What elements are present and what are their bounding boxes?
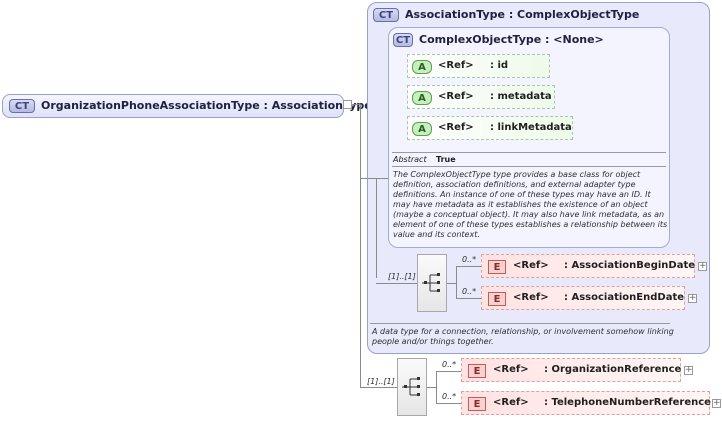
element-icon: E (468, 397, 486, 411)
sequence-compositor[interactable] (417, 254, 447, 312)
root-complex-type[interactable]: CT OrganizationPhoneAssociationType : As… (2, 94, 372, 118)
connector-line (436, 403, 461, 404)
connector-line (456, 298, 481, 299)
element-association-end-date[interactable]: E <Ref> : AssociationEndDate (481, 286, 685, 310)
attribute-link-metadata[interactable]: A <Ref> : linkMetadata (407, 116, 573, 140)
element-occurs: 0..* (462, 255, 477, 264)
connector-line (427, 387, 436, 388)
connector-line (436, 371, 437, 403)
abstract-value: True (436, 155, 456, 164)
element-icon: E (468, 364, 486, 378)
element-name: : AssociationEndDate (564, 292, 685, 303)
element-name: : AssociationBeginDate (564, 260, 696, 271)
root-type-title: OrganizationPhoneAssociationType : Assoc… (41, 99, 372, 112)
attribute-icon: A (412, 60, 432, 74)
element-ref: <Ref> (493, 364, 529, 375)
attribute-name: : linkMetadata (490, 122, 572, 133)
element-ref: <Ref> (513, 260, 549, 271)
complex-type-icon: CT (393, 33, 413, 47)
element-occurs: 0..* (462, 287, 477, 296)
attribute-ref: <Ref> (438, 122, 474, 133)
element-association-begin-date[interactable]: E <Ref> : AssociationBeginDate (481, 254, 695, 278)
element-icon: E (488, 292, 506, 306)
sequence-icon (422, 273, 440, 292)
connector-line (360, 178, 368, 179)
complex-type-icon: CT (9, 99, 35, 113)
attribute-name: : id (490, 60, 509, 71)
connector-line (376, 283, 417, 284)
divider (392, 152, 666, 153)
attribute-metadata[interactable]: A <Ref> : metadata (407, 85, 555, 109)
attribute-ref: <Ref> (438, 91, 474, 102)
connector-line (352, 104, 360, 105)
sequence-compositor[interactable] (397, 358, 427, 416)
sequence-icon (402, 377, 420, 396)
connector-line (456, 266, 457, 298)
abstract-label: Abstract (393, 155, 427, 164)
connector-line (436, 371, 461, 372)
attribute-ref: <Ref> (438, 60, 474, 71)
connector-line (447, 283, 456, 284)
expand-icon[interactable]: + (688, 293, 697, 303)
element-ref: <Ref> (493, 397, 529, 408)
connector-line (360, 387, 397, 388)
connector-line (368, 178, 388, 179)
divider (370, 323, 670, 324)
collapse-toggle[interactable] (343, 100, 352, 109)
connector-line (456, 266, 481, 267)
attribute-name: : metadata (490, 91, 552, 102)
association-type-description: A data type for a connection, relationsh… (372, 327, 674, 346)
divider (392, 166, 666, 167)
expand-icon[interactable]: + (684, 365, 693, 375)
connector-line (376, 178, 377, 278)
element-occurs: 0..* (442, 360, 457, 369)
element-telephone-number-reference[interactable]: E <Ref> : TelephoneNumberReference (461, 391, 711, 415)
association-type-title: AssociationType : ComplexObjectType (405, 8, 640, 21)
complex-object-type-description: The ComplexObjectType type provides a ba… (393, 170, 668, 239)
complex-type-icon: CT (373, 8, 399, 22)
complex-object-type-title: ComplexObjectType : <None> (419, 33, 604, 46)
attribute-icon: A (412, 122, 432, 136)
attribute-id[interactable]: A <Ref> : id (407, 54, 550, 78)
element-occurs: 0..* (442, 392, 457, 401)
expand-icon[interactable]: + (712, 398, 721, 408)
connector-line (360, 104, 361, 387)
sequence-cardinality: [1]..[1] (367, 377, 395, 386)
element-name: : TelephoneNumberReference (544, 397, 711, 408)
sequence-cardinality: [1]..[1] (388, 272, 416, 281)
element-name: : OrganizationReference (544, 364, 682, 375)
attribute-icon: A (412, 91, 432, 105)
expand-icon[interactable]: + (698, 261, 707, 271)
element-icon: E (488, 260, 506, 274)
element-ref: <Ref> (513, 292, 549, 303)
element-organization-reference[interactable]: E <Ref> : OrganizationReference (461, 358, 681, 382)
